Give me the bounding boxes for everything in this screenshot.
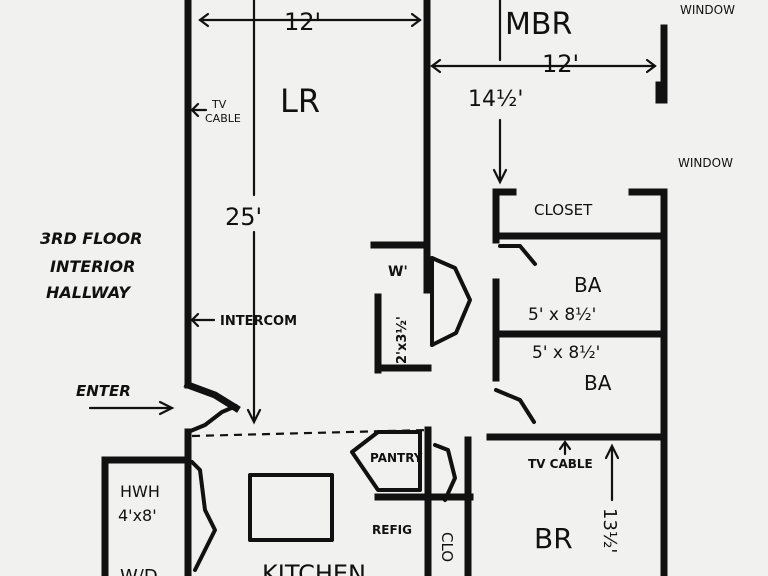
tv-cable-lr-label-2: CABLE <box>205 112 241 125</box>
dimensions <box>88 0 657 502</box>
closet-label: CLOSET <box>534 201 593 219</box>
mbr-width-arrow-left <box>430 58 442 74</box>
lr-length-label: 25' <box>225 203 262 231</box>
kitchen-island <box>248 473 334 542</box>
tv-cable-lr-label-1: TV <box>211 98 227 111</box>
intercom-label: INTERCOM <box>220 314 297 329</box>
ba2-label: BA <box>584 371 612 395</box>
lr-width-arrow-right <box>410 12 422 28</box>
pantry-door <box>350 430 422 492</box>
labels: WINDOW WINDOW MBR LR 12' 12' 14½' 25' TV… <box>40 3 735 576</box>
floor-label-3: HALLWAY <box>46 283 131 302</box>
enter-label: ENTER <box>76 382 131 400</box>
kitchen-boundary <box>191 428 429 438</box>
window-top-label: WINDOW <box>680 3 735 17</box>
tv-cable-br-label: TV CABLE <box>528 457 593 471</box>
bath1-door <box>498 244 537 266</box>
tv-lr-arrow <box>190 102 200 118</box>
walls <box>101 0 668 576</box>
small-closet-size-label: 2'x3½' <box>395 316 410 364</box>
hwh-label-2: 4'x8' <box>118 506 157 525</box>
ba1-size-label: 5' x 8½' <box>528 305 596 325</box>
lr-width-arrow-left <box>198 12 210 28</box>
mbr-label: MBR <box>505 7 572 42</box>
ba2-size-label: 5' x 8½' <box>532 343 600 363</box>
window-mid-label: WINDOW <box>678 156 733 170</box>
br-depth-label: 13½' <box>599 508 620 553</box>
entry-door <box>186 404 238 434</box>
br-door <box>433 443 457 502</box>
clo-label: CLO <box>438 532 456 562</box>
enter-arrow <box>158 400 175 416</box>
small-closet-door <box>430 256 472 347</box>
bath2-door <box>494 388 536 424</box>
entry-jamb <box>183 380 241 413</box>
mbr-width-arrow-right <box>645 58 657 74</box>
lr-width-label: 12' <box>284 8 321 36</box>
hwh-door <box>190 460 217 572</box>
mbr-depth-arrow <box>492 168 508 185</box>
pantry-label: PANTRY <box>370 451 423 465</box>
br-label: BR <box>534 522 573 555</box>
floor-label-1: 3RD FLOOR <box>40 229 142 248</box>
refig-label: REFIG <box>372 523 412 537</box>
ba1-label: BA <box>574 273 602 297</box>
kitchen-label: KITCHEN <box>262 560 366 576</box>
w-closet-label: W' <box>388 264 408 280</box>
hwh-label-1: HWH <box>120 482 160 501</box>
intercom-arrow <box>190 312 200 328</box>
tv-cable-br-arrow <box>558 440 572 451</box>
doors <box>186 244 537 572</box>
br-depth-arrow <box>604 443 620 460</box>
lr-label: LR <box>280 82 320 120</box>
mbr-width-label: 12' <box>542 50 579 78</box>
lr-length-arrow <box>246 408 262 425</box>
wd-label: W/D <box>120 566 158 576</box>
mbr-depth-label: 14½' <box>468 87 523 112</box>
floor-label-2: INTERIOR <box>50 257 135 276</box>
